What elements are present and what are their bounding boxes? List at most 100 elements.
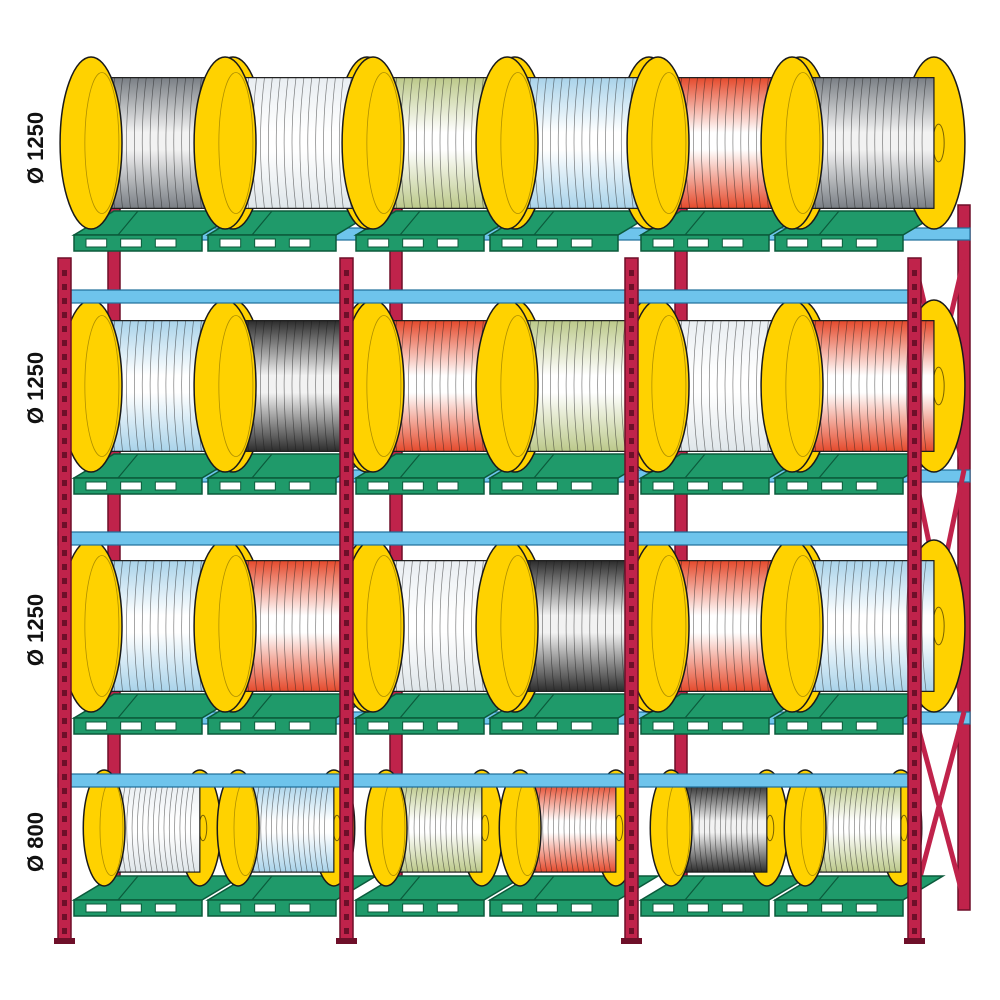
upright-post xyxy=(339,257,354,944)
upright-hole xyxy=(629,326,634,332)
cable-turn xyxy=(408,320,413,452)
upright-hole xyxy=(62,676,67,682)
cable-turn xyxy=(850,320,856,452)
cable-turn xyxy=(563,783,569,873)
upright-hole xyxy=(629,886,634,892)
reel-flange-front xyxy=(193,299,257,473)
upright-hole xyxy=(629,312,634,318)
upright-hole xyxy=(62,466,67,472)
upright-hole xyxy=(344,508,349,514)
upright-hole xyxy=(912,732,917,738)
pallet-divider xyxy=(251,693,273,719)
upright-hole xyxy=(62,270,67,276)
cable-turn xyxy=(693,77,698,209)
pallet-slot xyxy=(85,481,108,491)
upright-post xyxy=(907,257,922,944)
cable-turn xyxy=(149,77,155,209)
upright-hole xyxy=(629,396,634,402)
reel-flange-front xyxy=(760,299,824,473)
pallet-divider xyxy=(533,453,555,479)
cable-turn xyxy=(299,560,305,692)
cable-turn xyxy=(882,560,887,692)
cable-turn xyxy=(291,77,297,209)
cable-turn xyxy=(874,320,880,452)
cable-turn xyxy=(423,560,429,692)
cable-turn xyxy=(565,77,571,209)
cable-turn xyxy=(324,783,329,873)
upright-hole xyxy=(344,326,349,332)
cable-turn xyxy=(126,320,131,452)
cable-turn xyxy=(732,560,738,692)
back-upright xyxy=(957,204,971,911)
cable-turn xyxy=(416,320,421,452)
upright-hole xyxy=(912,634,917,640)
upright-hole xyxy=(344,914,349,920)
pallet-divider xyxy=(818,453,840,479)
pallet-divider xyxy=(818,210,840,236)
upright-hole xyxy=(344,480,349,486)
cable-turn xyxy=(838,783,843,873)
pallet-slot xyxy=(786,481,809,491)
upright-hole xyxy=(629,760,634,766)
upright-hole xyxy=(629,802,634,808)
pallet-slot xyxy=(85,238,108,248)
upright-hole xyxy=(912,816,917,822)
cable-reel xyxy=(783,769,923,887)
pallet-slot xyxy=(536,238,558,248)
cable-turn xyxy=(708,320,714,452)
cable-turn xyxy=(732,77,738,209)
cable-turn xyxy=(260,560,265,692)
cable-turn xyxy=(157,77,163,209)
cable-turn xyxy=(431,320,437,452)
cable-turn xyxy=(189,77,194,209)
cable-turn xyxy=(149,320,155,452)
cable-turn xyxy=(708,77,714,209)
upright-hole xyxy=(344,648,349,654)
cable-turn xyxy=(408,560,413,692)
upright-hole xyxy=(629,928,634,934)
upright-hole xyxy=(344,578,349,584)
cable-turn xyxy=(447,77,453,209)
reel-flange-ring xyxy=(84,72,120,214)
reel-flange-front xyxy=(475,539,539,713)
pallet-slot xyxy=(687,903,709,913)
upright-hole xyxy=(912,452,917,458)
reel-pallet xyxy=(638,693,812,735)
upright-hole xyxy=(62,732,67,738)
pallet-slot xyxy=(786,903,809,913)
pallet-divider xyxy=(533,875,555,901)
pallet-slot xyxy=(436,903,459,913)
upright-hole xyxy=(912,466,917,472)
cable-turn xyxy=(275,320,281,452)
cable-turn xyxy=(165,77,171,209)
pallet-slot xyxy=(367,903,390,913)
front-upright xyxy=(54,257,75,944)
upright-hole xyxy=(629,676,634,682)
pallet-slot xyxy=(254,481,276,491)
cable-turn xyxy=(858,320,864,452)
cable-turn xyxy=(581,560,587,692)
cable-turn xyxy=(456,783,461,873)
upright-hole xyxy=(912,494,917,500)
pallet-slot xyxy=(536,903,558,913)
cable-turn xyxy=(408,783,414,873)
upright-hole xyxy=(344,606,349,612)
pallet-slot xyxy=(436,721,459,731)
upright-hole xyxy=(344,340,349,346)
cable-turn xyxy=(882,77,887,209)
upright-hole xyxy=(629,340,634,346)
upright-hole xyxy=(629,494,634,500)
upright-hole xyxy=(629,704,634,710)
upright-hole xyxy=(62,928,67,934)
upright-hole xyxy=(912,928,917,934)
cable-turn xyxy=(542,783,548,873)
cable-turn xyxy=(693,560,698,692)
upright-hole xyxy=(912,536,917,542)
cable-turn xyxy=(864,783,870,873)
cable-turn xyxy=(134,77,139,209)
upright-hole xyxy=(629,466,634,472)
pallet-slot xyxy=(154,903,177,913)
upright-hole xyxy=(912,676,917,682)
cable-turn xyxy=(265,783,271,873)
pallet-slot xyxy=(570,721,593,731)
